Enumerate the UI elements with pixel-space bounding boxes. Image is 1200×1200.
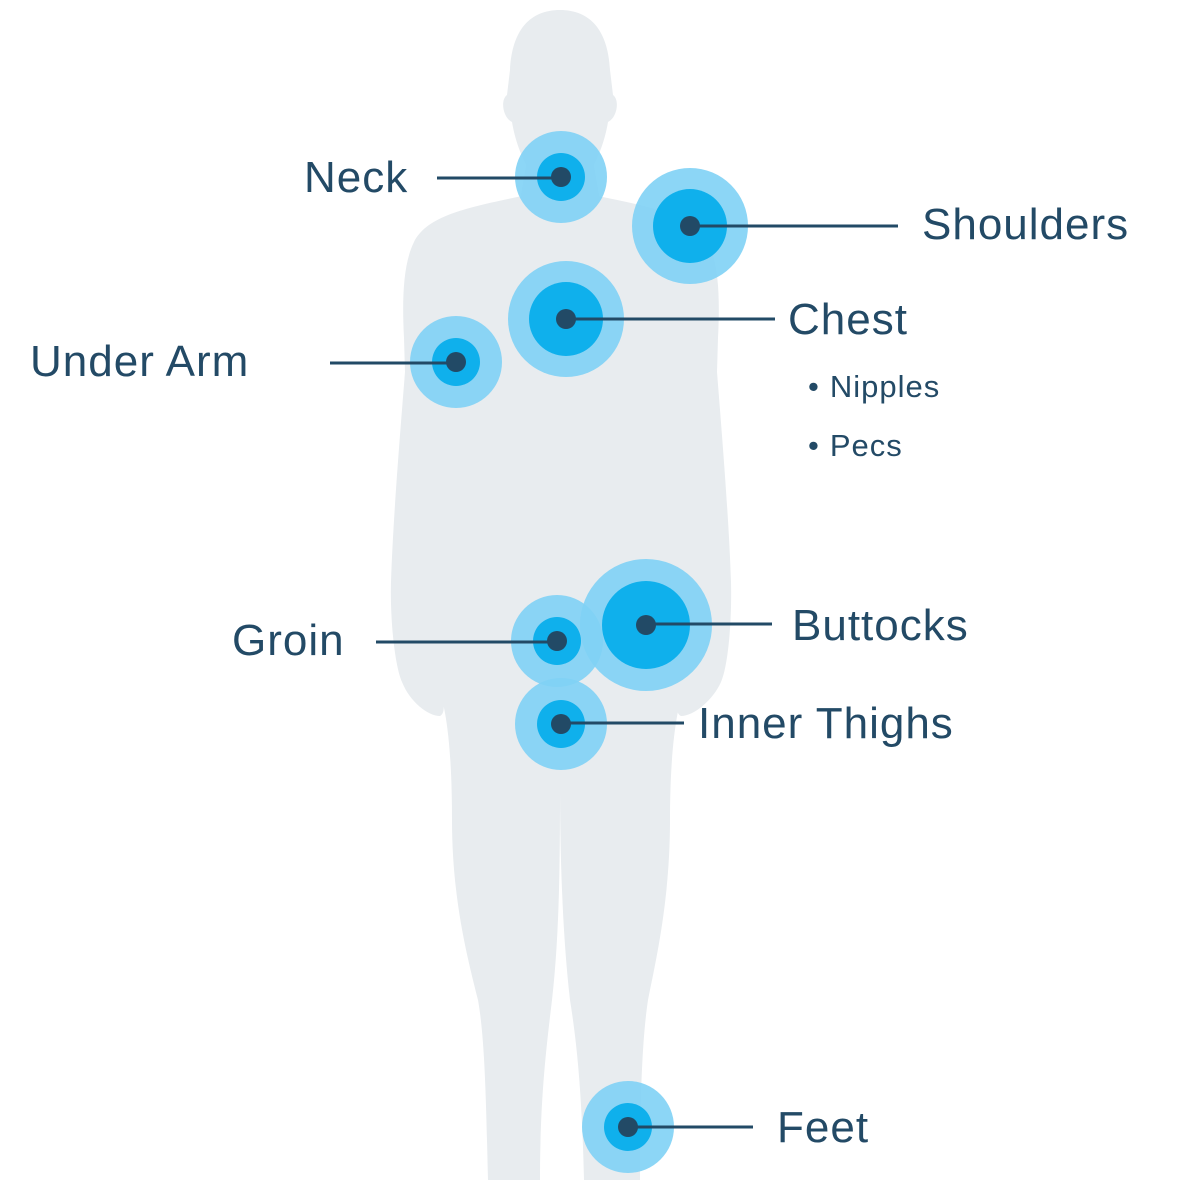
chest-item-label: Pecs bbox=[829, 428, 903, 463]
bullet-glyph: • bbox=[808, 369, 820, 404]
label-under-arm: Under Arm bbox=[30, 337, 250, 386]
chest-item-pecs: • Pecs bbox=[808, 430, 903, 461]
label-feet: Feet bbox=[777, 1103, 870, 1152]
label-inner-thighs: Inner Thighs bbox=[698, 699, 954, 748]
label-chest: Chest bbox=[788, 295, 908, 344]
label-buttocks: Buttocks bbox=[792, 601, 969, 650]
label-groin: Groin bbox=[232, 616, 345, 665]
label-shoulders: Shoulders bbox=[922, 200, 1130, 249]
bullet-glyph: • bbox=[808, 428, 820, 463]
label-neck: Neck bbox=[304, 153, 409, 202]
leader-lines bbox=[330, 176, 898, 1129]
chest-item-label: Nipples bbox=[829, 369, 941, 404]
chest-item-nipples: • Nipples bbox=[808, 371, 940, 402]
